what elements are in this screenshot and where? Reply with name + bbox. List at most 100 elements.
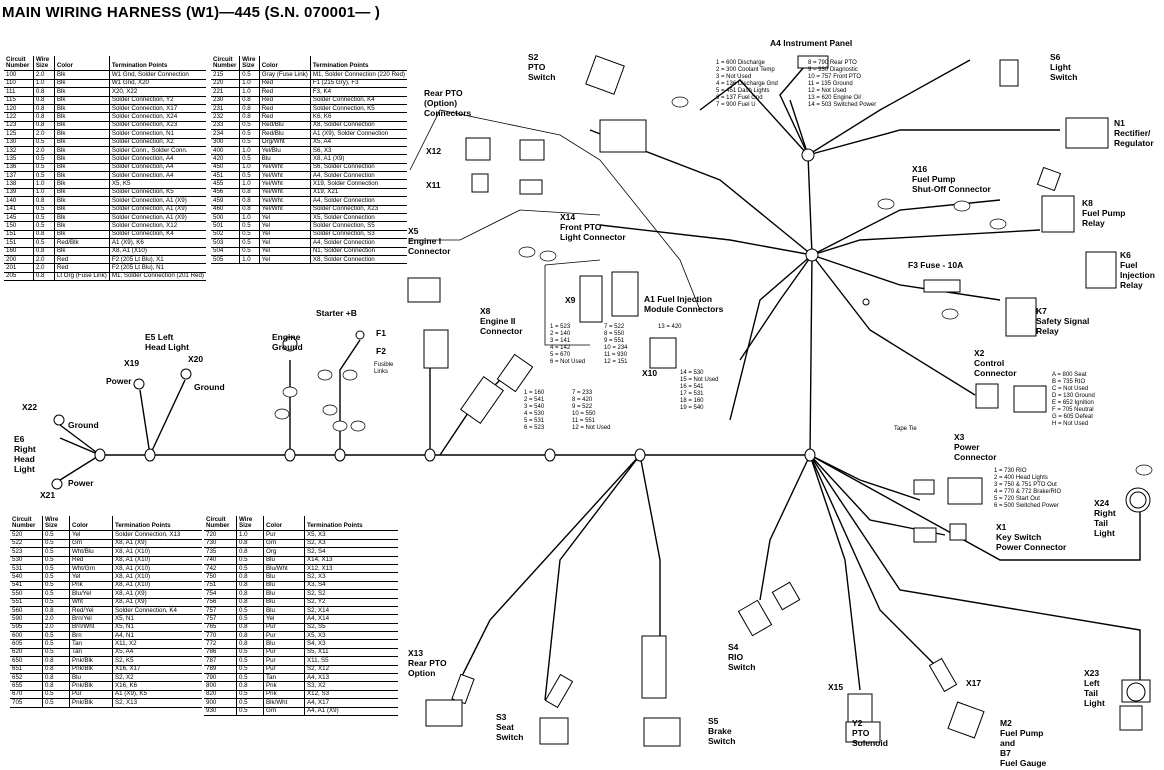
wire-size-cell: 0.8 [236, 539, 264, 549]
circuit-cell: 451 [211, 171, 241, 181]
circuit-cell: 750 [204, 572, 237, 582]
termination-cell: W1 Gnd, X20 [109, 79, 206, 89]
color-cell: Blk [54, 138, 110, 147]
termination-cell: A4, X17 [304, 698, 398, 708]
wire-tag-201 [332, 420, 348, 432]
color-cell: Yel [259, 221, 311, 231]
termination-cell: S2, S2 [304, 589, 398, 599]
wire-size-cell: 0.5 [239, 154, 260, 164]
wire-size-cell: 0.8 [239, 205, 260, 215]
color-cell: Red [69, 556, 113, 565]
pin-legend-line: 2 = 400 Head Lights [994, 475, 1048, 481]
wire-tag-459 [1135, 464, 1153, 476]
pin-legend-line: 2 = 300 Coolant Temp [716, 67, 775, 73]
pin-legend-line: D = 130 Ground [1052, 393, 1095, 399]
circuit-table-4: Circuit Number Wire Size Color Terminati… [204, 516, 398, 717]
pin-legend-line: 6 = 523 [524, 425, 545, 431]
pin-legend-line: 11 = 930 [604, 352, 628, 358]
circuit-cell: 232 [211, 112, 241, 122]
wire-size-cell: 0.5 [33, 213, 55, 223]
circuit-cell: 800 [204, 681, 237, 691]
termination-cell: X5, N1 [112, 623, 202, 633]
f3-label: F3 Fuse - 10A [908, 260, 963, 270]
f3-wire-marker [862, 298, 870, 306]
termination-cell: X12, S3 [304, 690, 398, 700]
circuit-cell: 670 [10, 690, 43, 700]
f2-label: F2 [376, 346, 386, 356]
circuit-cell: 450 [211, 163, 241, 173]
color-cell: Yel [69, 530, 113, 540]
color-cell: Blu [263, 606, 305, 616]
x2-mate [1013, 385, 1047, 413]
x1-connector [949, 523, 967, 541]
wire-size-cell: 0.8 [33, 96, 55, 105]
pin-legend-line: 8 = 420 [572, 397, 593, 403]
color-cell: Red [54, 263, 110, 273]
termination-cell: A1 (X9), K5 [112, 690, 202, 700]
wire-size-cell: 1.0 [239, 163, 260, 173]
color-cell: Pur [263, 631, 305, 641]
k8-bracket [1036, 166, 1062, 192]
wire-size-cell: 0.5 [33, 138, 55, 147]
circuit-cell: 200 [4, 255, 34, 265]
col-color: Color [263, 516, 305, 532]
termination-cell: A4, Solder Connection [310, 196, 407, 206]
color-cell: Blk [54, 230, 110, 240]
wire-size-cell: 0.5 [236, 656, 264, 666]
x19-terminal [133, 378, 145, 390]
pin-legend-line: G = 605 Defeat [1052, 414, 1093, 420]
color-cell: Blu [263, 556, 305, 565]
wire-size-cell: 0.5 [236, 614, 264, 624]
termination-cell: M1, Solder Connection (201 Red) [109, 272, 206, 282]
ground-label-2: Ground [68, 420, 99, 430]
pin-legend-line: 10 = 550 [572, 411, 596, 417]
wire-size-cell: 0.5 [236, 673, 264, 683]
x8-engine-ii [423, 329, 449, 369]
pin-legend-line: 7 = 900 Fuel U [716, 102, 756, 108]
color-cell: Blk [54, 188, 110, 198]
color-cell: Blk [54, 96, 110, 105]
vertical-trunk [789, 99, 813, 456]
wire-tag-740 [518, 246, 536, 258]
color-cell: Pur [263, 623, 305, 633]
x13-connector [425, 699, 463, 727]
pin-legend-line: 1 = 600 Discharge [716, 60, 766, 66]
color-cell: Blk [54, 104, 110, 114]
color-cell: Blu [263, 589, 305, 599]
termination-cell: Solder Connection, K4 [112, 606, 202, 616]
circuit-cell: 786 [204, 648, 237, 658]
pin-legend-line: 11 = 551 [572, 418, 596, 424]
wire-size-cell: 1.0 [236, 530, 264, 540]
wire-tag-232 [989, 218, 1007, 230]
pin-legend-line: B = 735 RIO [1052, 379, 1086, 385]
termination-cell: Solder Connection, A4 [109, 154, 206, 164]
circuit-cell: 655 [10, 681, 43, 691]
power-label-2: Power [68, 478, 94, 488]
wire-size-cell: 2.0 [33, 263, 55, 273]
col-wire-size: Wire Size [236, 516, 264, 532]
termination-cell: Solder Connection, X12 [109, 221, 206, 231]
